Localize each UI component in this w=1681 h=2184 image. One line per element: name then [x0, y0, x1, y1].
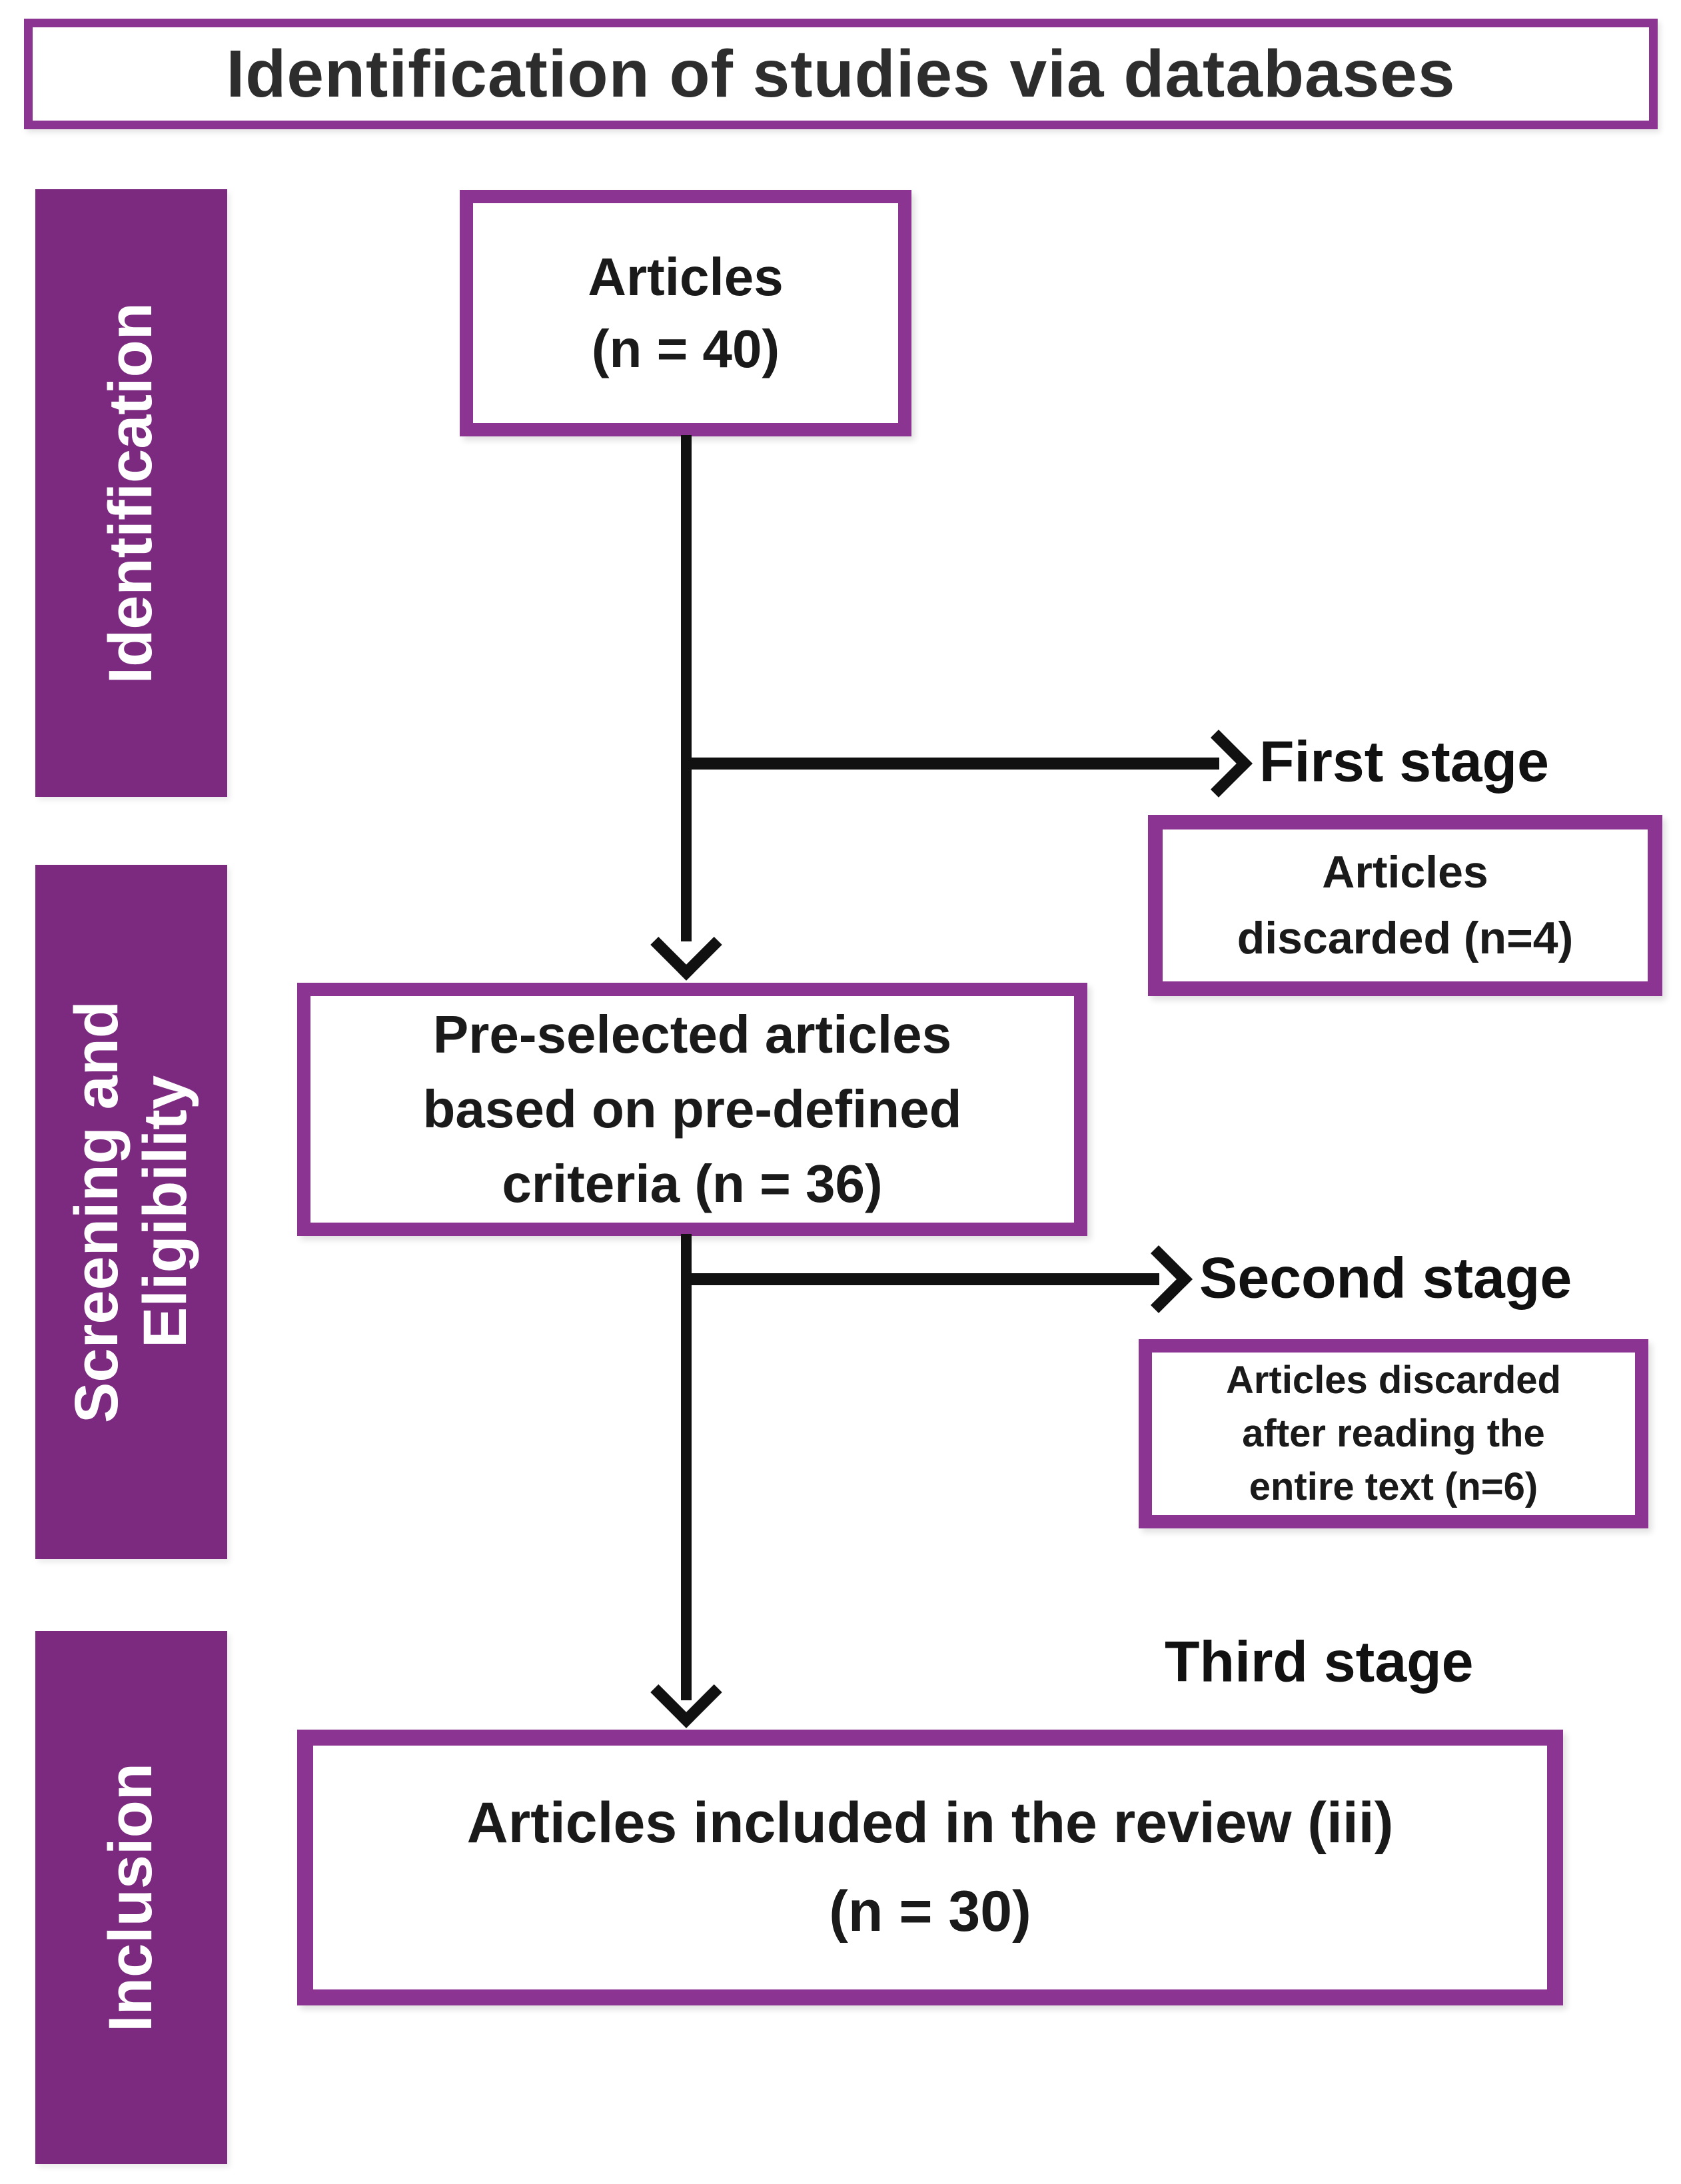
- box-discarded-second-line3: entire text (n=6): [1249, 1465, 1538, 1509]
- box-articles-line2: (n = 40): [591, 319, 780, 378]
- stage-label-second: Second stage: [1199, 1246, 1572, 1311]
- sidebar-screening-line2: Eligibility: [131, 1075, 199, 1349]
- box-preselected-line1: Pre-selected articles: [432, 1005, 952, 1064]
- box-discarded-first-line2: discarded (n=4): [1237, 913, 1574, 963]
- stage-label-first: First stage: [1259, 730, 1549, 794]
- arrow-preselected-to-included-shaft: [681, 1234, 692, 1700]
- sidebar-identification-label: Identification: [97, 302, 165, 684]
- box-included: Articles included in the review (iii) (n…: [297, 1730, 1563, 2005]
- branch-first-stage-shaft: [686, 758, 1219, 770]
- box-discarded-first-line1: Articles: [1322, 847, 1488, 898]
- title-banner: Identification of studies via databases: [24, 19, 1658, 129]
- sidebar-inclusion-label: Inclusion: [97, 1763, 165, 2032]
- box-preselected-line2: based on pre-defined: [422, 1079, 962, 1139]
- arrowhead-right-icon: [1185, 730, 1253, 798]
- box-discarded-second-line2: after reading the: [1242, 1411, 1545, 1455]
- branch-second-stage-shaft: [686, 1273, 1159, 1285]
- arrow-articles-to-preselected-shaft: [681, 435, 692, 941]
- sidebar-screening-line1: Screening and: [62, 1001, 131, 1423]
- box-preselected-line3: criteria (n = 36): [502, 1154, 883, 1213]
- box-preselected: Pre-selected articles based on pre-defin…: [297, 983, 1087, 1236]
- box-articles-line1: Articles: [588, 247, 784, 306]
- sidebar-screening-label: Screening and Eligibility: [63, 1001, 200, 1423]
- arrowhead-down-icon: [650, 1656, 722, 1728]
- box-articles: Articles (n = 40): [460, 190, 911, 436]
- arrowhead-down-icon: [650, 909, 722, 981]
- stage-label-third: Third stage: [1165, 1630, 1474, 1694]
- arrowhead-right-icon: [1125, 1245, 1193, 1313]
- sidebar-inclusion: Inclusion: [35, 1631, 227, 2164]
- box-included-line1: Articles included in the review (iii): [466, 1790, 1394, 1855]
- box-discarded-first-stage: Articles discarded (n=4): [1148, 815, 1662, 996]
- box-discarded-second-stage: Articles discarded after reading the ent…: [1139, 1339, 1648, 1528]
- page-title: Identification of studies via databases: [226, 36, 1456, 111]
- box-included-line2: (n = 30): [829, 1880, 1031, 1943]
- sidebar-screening-eligibility: Screening and Eligibility: [35, 865, 227, 1559]
- sidebar-identification: Identification: [35, 189, 227, 797]
- box-discarded-second-line1: Articles discarded: [1226, 1358, 1561, 1402]
